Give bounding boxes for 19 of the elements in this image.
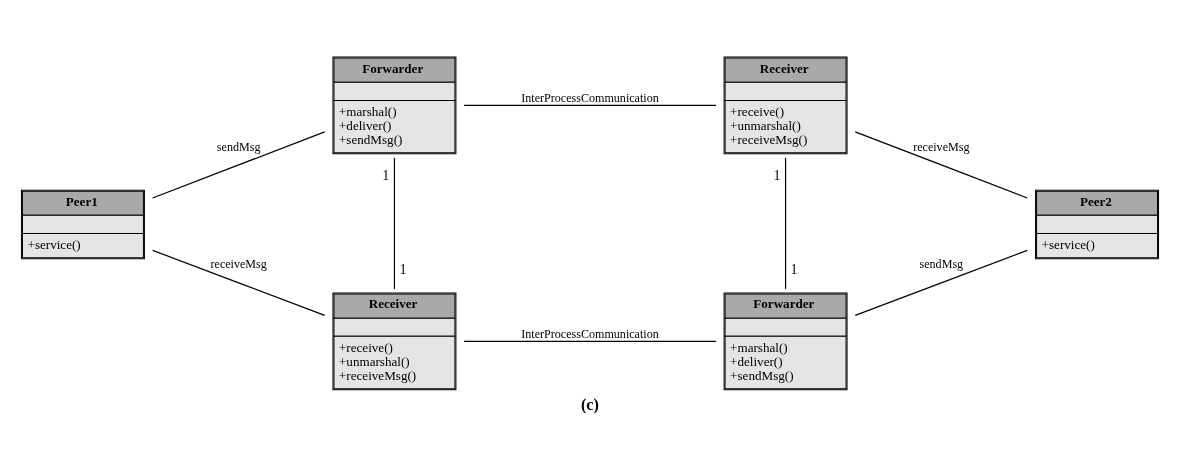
label: 1 bbox=[399, 261, 407, 278]
edge-label: receiveMsg bbox=[210, 257, 267, 272]
edge-label: sendMsg bbox=[919, 257, 964, 272]
caption: (c) bbox=[580, 395, 599, 413]
edge-label: InterProcessCommunication bbox=[521, 91, 659, 106]
edge-label: receiveMsg bbox=[913, 140, 970, 155]
connector bbox=[463, 104, 717, 107]
connector bbox=[854, 131, 1028, 199]
edge-label: sendMsg bbox=[216, 140, 261, 155]
connector bbox=[152, 131, 326, 199]
connector bbox=[854, 249, 1028, 316]
connector bbox=[463, 340, 717, 342]
connector bbox=[152, 249, 326, 316]
edge-label: InterProcessCommunication bbox=[521, 326, 659, 341]
label: 1 bbox=[382, 166, 390, 183]
connector bbox=[784, 157, 787, 290]
label: 1 bbox=[790, 261, 798, 278]
connector bbox=[393, 157, 396, 290]
label: 1 bbox=[773, 166, 781, 183]
